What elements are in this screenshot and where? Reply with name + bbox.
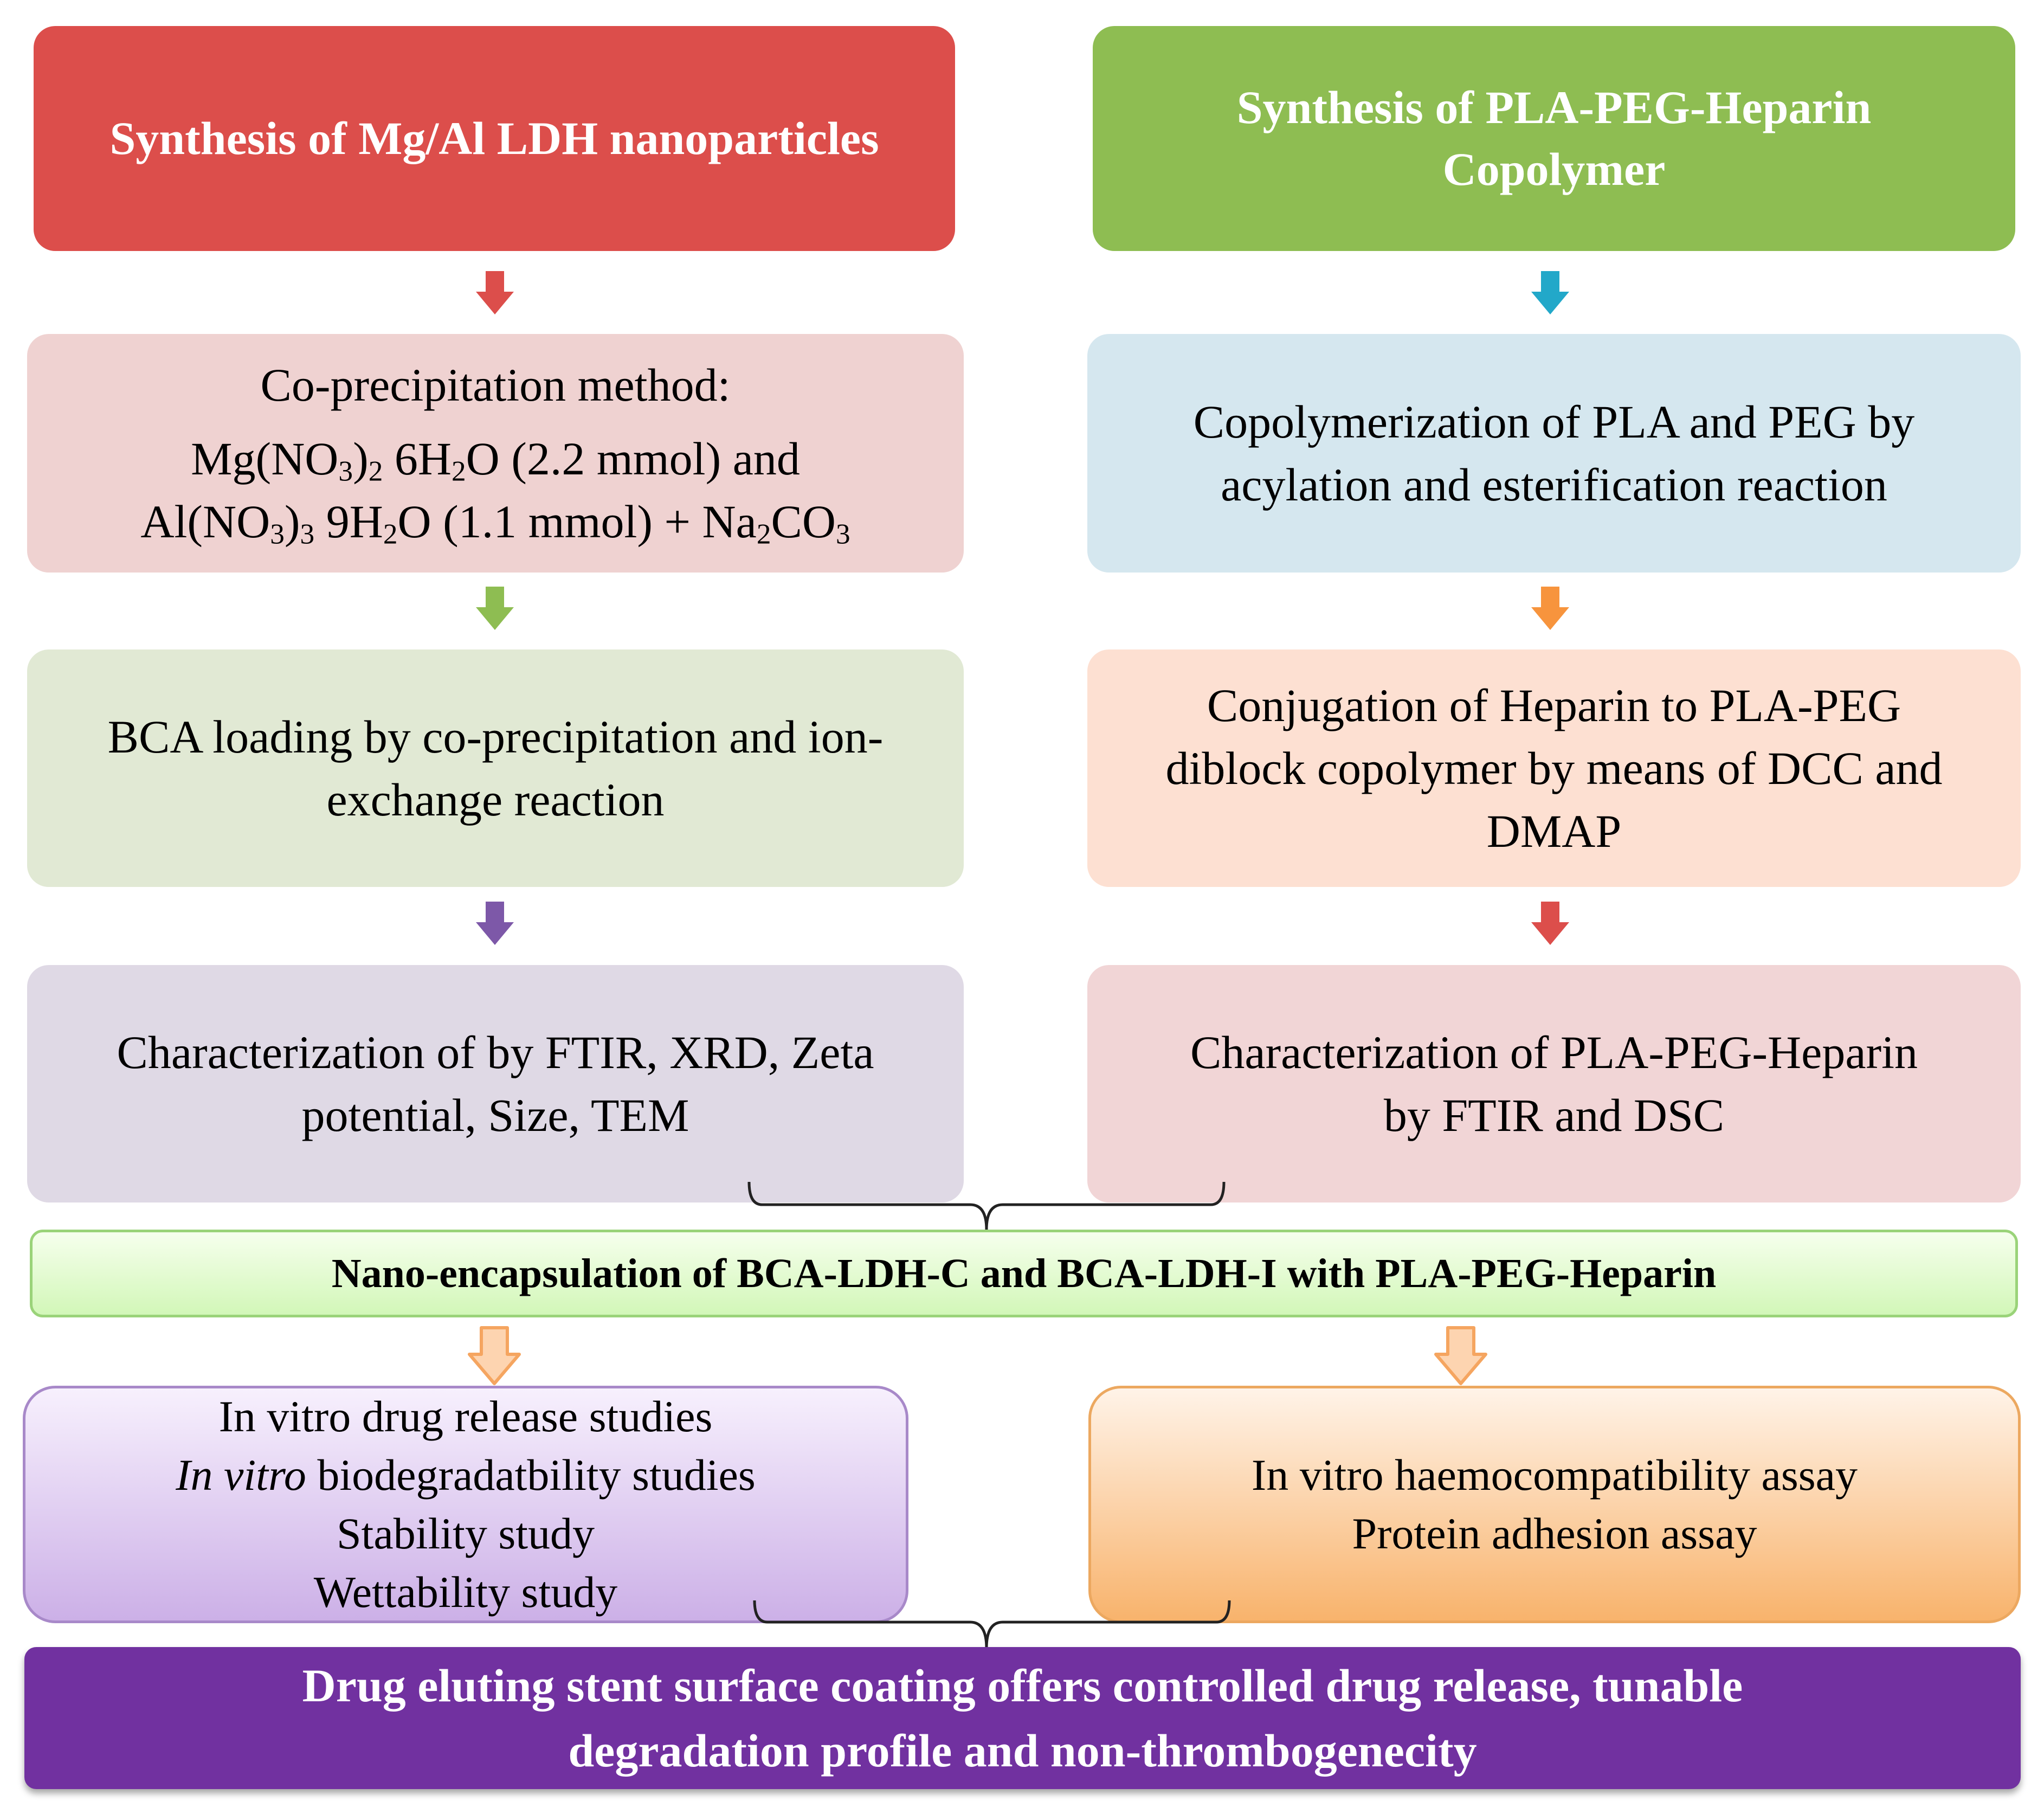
pla-peg-heparin-synthesis-title-box: Synthesis of PLA-PEG-Heparin Copolymer (1093, 26, 2015, 251)
pla-synthesis-title-line1: Synthesis of PLA-PEG-Heparin (1236, 81, 1872, 133)
assays-box: In vitro haemocompatibility assay Protei… (1088, 1386, 2021, 1623)
stability-study-label: Stability study (336, 1509, 595, 1558)
final-outcome-line2: degradation profile and non-thrombogenec… (568, 1725, 1477, 1777)
conjugation-line2: diblock copolymer by means of DCC and (1165, 742, 1943, 794)
copolymerization-box: Copolymerization of PLA and PEG by acyla… (1087, 334, 2021, 573)
drug-release-study-label: In vitro drug release studies (218, 1391, 713, 1441)
pla-characterization-box: Characterization of PLA-PEG-Heparin by F… (1087, 965, 2021, 1202)
magnesium-nitrate-formula: Mg(NO3)2 6H2O (2.2 mmol) and (191, 432, 800, 487)
arrow-down-red-shape (476, 271, 514, 314)
pla-characterization-line2: by FTIR and DSC (1383, 1089, 1725, 1141)
ldh-synthesis-title-box: Synthesis of Mg/Al LDH nanoparticles (34, 26, 955, 251)
pla-characterization-line1: Characterization of PLA-PEG-Heparin (1190, 1026, 1918, 1078)
final-bracket-connector (753, 1600, 1231, 1649)
arrow-down-icon (1531, 587, 1569, 630)
haemocompatibility-assay-label: In vitro haemocompatibility assay (1251, 1450, 1858, 1500)
hollow-arrow-down-icon (468, 1326, 521, 1385)
hollow-arrow-down-icon (1434, 1326, 1487, 1385)
final-outcome-line1: Drug eluting stent surface coating offer… (302, 1659, 1743, 1712)
copolymerization-line2: acylation and esterification reaction (1221, 459, 1887, 511)
arrow-down-icon (476, 271, 514, 314)
arrow-down-green-shape (476, 587, 514, 630)
ldh-characterization-box: Characterization of by FTIR, XRD, Zeta p… (27, 965, 964, 1202)
nano-encapsulation-label: Nano-encapsulation of BCA-LDH-C and BCA-… (331, 1250, 1717, 1296)
copolymerization-line1: Copolymerization of PLA and PEG by (1193, 395, 1915, 448)
arrow-down-icon (1531, 271, 1569, 314)
arrow-down-red-shape (1531, 902, 1569, 945)
pla-synthesis-title-line2: Copolymer (1442, 143, 1666, 195)
arrow-down-icon (476, 587, 514, 630)
ldh-synthesis-title: Synthesis of Mg/Al LDH nanoparticles (109, 112, 879, 164)
arrow-down-blue-shape (1531, 271, 1569, 314)
arrow-down-orange-shape (1531, 587, 1569, 630)
arrow-down-purple-shape (476, 902, 514, 945)
conjugation-line1: Conjugation of Heparin to PLA-PEG (1207, 679, 1901, 731)
bca-loading-box: BCA loading by co-precipitation and ion-… (27, 649, 964, 887)
biodegradability-study-label: In vitro biodegradatbility studies (176, 1450, 756, 1500)
aluminium-nitrate-formula: Al(NO3)3 9H2O (1.1 mmol) + Na2CO3 (140, 496, 850, 550)
nano-encapsulation-box: Nano-encapsulation of BCA-LDH-C and BCA-… (30, 1230, 2018, 1317)
ldh-characterization-line2: potential, Size, TEM (301, 1089, 689, 1141)
merge-bracket-connector (747, 1181, 1226, 1230)
merge-bracket-line (747, 1181, 1226, 1230)
hollow-arrow-left-shape (468, 1326, 521, 1385)
in-vitro-studies-box: In vitro drug release studies In vitro b… (23, 1386, 908, 1623)
co-precipitation-method-box: Co-precipitation method: Mg(NO3)2 6H2O (… (27, 334, 964, 573)
wettability-study-label: Wettability study (313, 1567, 618, 1617)
bca-loading-line1: BCA loading by co-precipitation and ion- (107, 710, 884, 763)
heparin-conjugation-box: Conjugation of Heparin to PLA-PEG dibloc… (1087, 649, 2021, 887)
arrow-down-icon (1531, 902, 1569, 945)
ldh-characterization-line1: Characterization of by FTIR, XRD, Zeta (117, 1026, 874, 1078)
final-outcome-box: Drug eluting stent surface coating offer… (24, 1647, 2021, 1789)
protein-adhesion-assay-label: Protein adhesion assay (1352, 1509, 1757, 1558)
co-precipitation-heading: Co-precipitation method: (260, 358, 731, 411)
hollow-arrow-right-shape (1434, 1326, 1487, 1385)
arrow-down-icon (476, 902, 514, 945)
final-bracket-line (753, 1600, 1231, 1649)
bca-loading-line2: exchange reaction (326, 774, 665, 826)
conjugation-line3: DMAP (1486, 805, 1622, 858)
